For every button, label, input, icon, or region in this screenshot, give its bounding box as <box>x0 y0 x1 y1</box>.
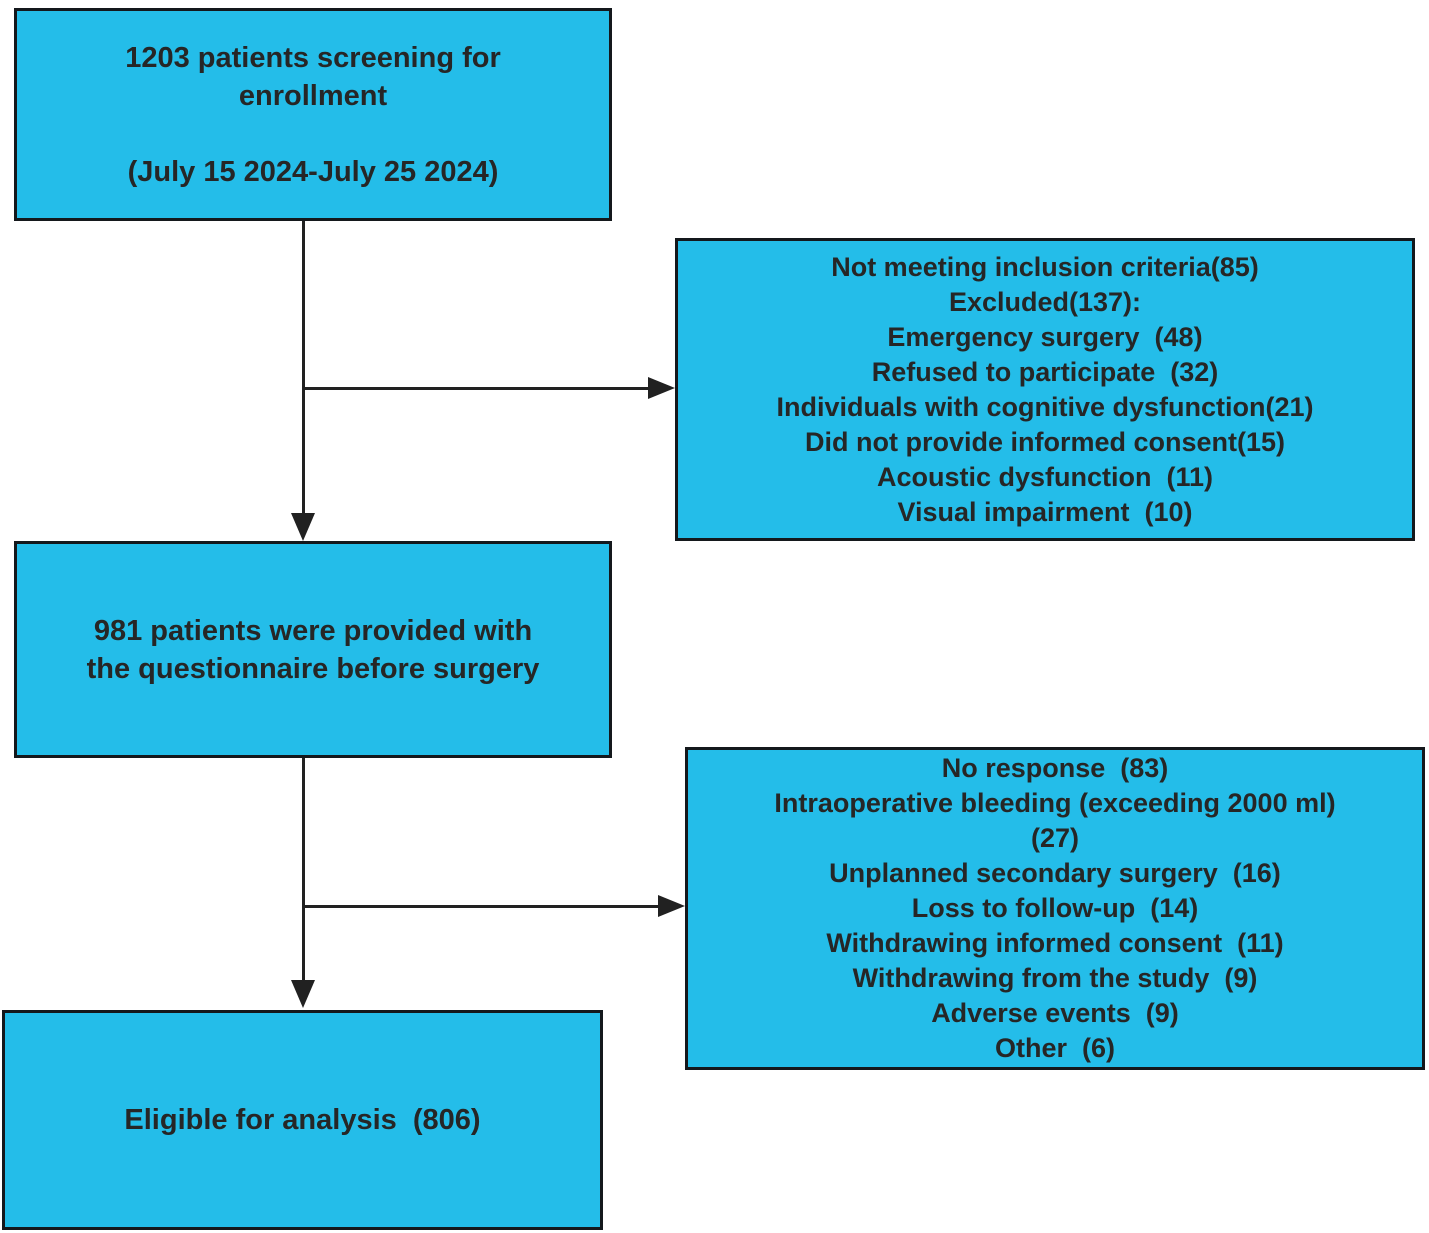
text-line: Loss to follow-up (14) <box>911 893 1199 923</box>
text-line: Other (6) <box>994 1033 1115 1063</box>
text-line: Emergency surgery (48) <box>887 321 1203 352</box>
text-line: the questionnaire before surgery <box>86 652 540 685</box>
text-line: Intraoperative bleeding (exceeding 2000 … <box>774 788 1336 818</box>
screening-box: 1203 patients screening for enrollment (Ju… <box>14 8 612 221</box>
arrow-down-icon <box>291 980 315 1008</box>
text-line: Did not provide informed consent(15) <box>804 426 1286 457</box>
arrow-down-icon <box>291 513 315 541</box>
text-line: enrollment <box>238 79 388 112</box>
text-line: Acoustic dysfunction (11) <box>876 461 1214 492</box>
text-line <box>309 115 317 153</box>
eligible-for-analysis-box: Eligible for analysis (806) <box>2 1010 603 1230</box>
text-line: 1203 patients screening for <box>125 41 501 74</box>
arrow-right-icon <box>658 895 685 917</box>
text-line: (27) <box>1030 823 1079 853</box>
exclusion-criteria-box: Not meeting inclusion criteria(85) Exclud… <box>675 238 1415 541</box>
text-line: Excluded(137): <box>948 286 1142 317</box>
text-line: Refused to participate (32) <box>871 356 1219 387</box>
text-line: 981 patients were provided with <box>93 614 533 647</box>
text-line: Withdrawing from the study (9) <box>852 963 1258 993</box>
text-line: Unplanned secondary surgery (16) <box>829 858 1281 888</box>
connector-questionnaire-to-eligible <box>302 758 305 982</box>
text-line: Individuals with cognitive dysfunction(2… <box>776 391 1314 422</box>
text-line: Adverse events (9) <box>931 998 1179 1028</box>
withdrawal-reasons-box: No response (83) Intraoperative bleeding … <box>685 747 1425 1070</box>
arrow-right-icon <box>648 377 675 399</box>
text-line: Withdrawing informed consent (11) <box>826 928 1284 958</box>
text-line: No response (83) <box>941 753 1169 783</box>
connector-to-exclusion-criteria <box>303 387 651 390</box>
text-line: Visual impairment (10) <box>897 496 1193 527</box>
connector-to-withdrawal-reasons <box>303 905 661 908</box>
text-line: Eligible for analysis (806) <box>124 1104 481 1136</box>
connector-screening-to-questionnaire <box>302 221 305 515</box>
text-line: (July 15 2024-July 25 2024) <box>127 155 499 188</box>
questionnaire-box: 981 patients were provided with the quest… <box>14 541 612 758</box>
text-line: Not meeting inclusion criteria(85) <box>831 251 1259 282</box>
